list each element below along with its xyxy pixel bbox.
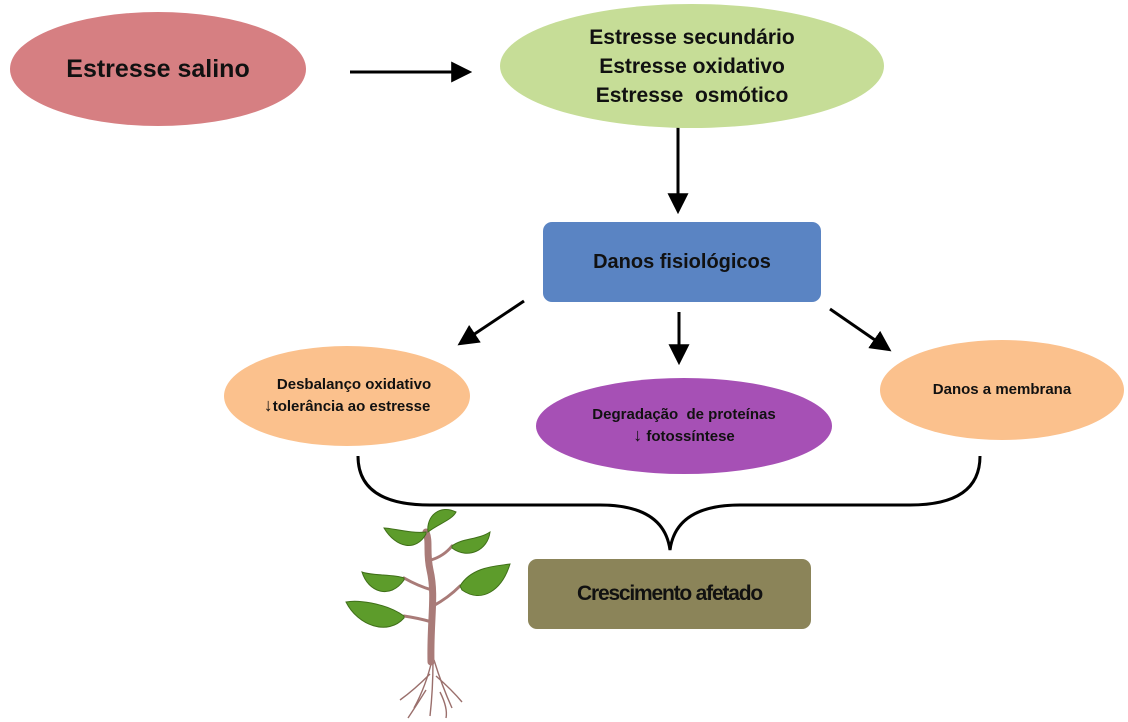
curly-brace-icon <box>356 455 982 551</box>
photosynthesis-line: ↓ fotossíntese <box>633 425 735 447</box>
protein-degradation-node: Degradação de proteínas ↓ fotossíntese <box>536 378 832 474</box>
down-arrow-icon: ↓ <box>263 395 273 415</box>
affected-growth-node: Crescimento afetado <box>528 559 811 629</box>
membrane-damage-node: Danos a membrana <box>880 340 1124 440</box>
physiological-damage-label: Danos fisiológicos <box>593 250 771 273</box>
arrow-icon-damage-to-membrane <box>829 307 892 352</box>
salt-stress-node: Estresse salino <box>10 12 306 126</box>
secondary-stress-line-1: Estresse secundário <box>589 25 795 49</box>
secondary-stress-node: Estresse secundário Estresse oxidativo E… <box>500 4 884 128</box>
oxidative-imbalance-line-1: Desbalanço oxidativo <box>276 376 432 393</box>
salt-stress-label: Estresse salino <box>66 54 250 83</box>
stress-tolerance-label: tolerância ao estresse <box>272 398 431 415</box>
photosynthesis-label: fotossíntese <box>642 428 735 445</box>
protein-degradation-line-1: Degradação de proteínas <box>592 406 776 423</box>
oxidative-imbalance-node: Desbalanço oxidativo ↓tolerância ao estr… <box>224 346 470 446</box>
arrow-icon-damage-to-oxidative <box>457 299 525 346</box>
physiological-damage-node: Danos fisiológicos <box>543 222 821 302</box>
affected-growth-label: Crescimento afetado <box>577 582 763 605</box>
osmotic-stress-line: Estresse osmótico <box>595 83 789 107</box>
oxidative-stress-line: Estresse oxidativo <box>599 54 785 78</box>
membrane-damage-label: Danos a membrana <box>932 381 1072 398</box>
down-arrow-icon: ↓ <box>633 425 643 445</box>
stress-tolerance-line: ↓tolerância ao estresse <box>264 395 431 417</box>
